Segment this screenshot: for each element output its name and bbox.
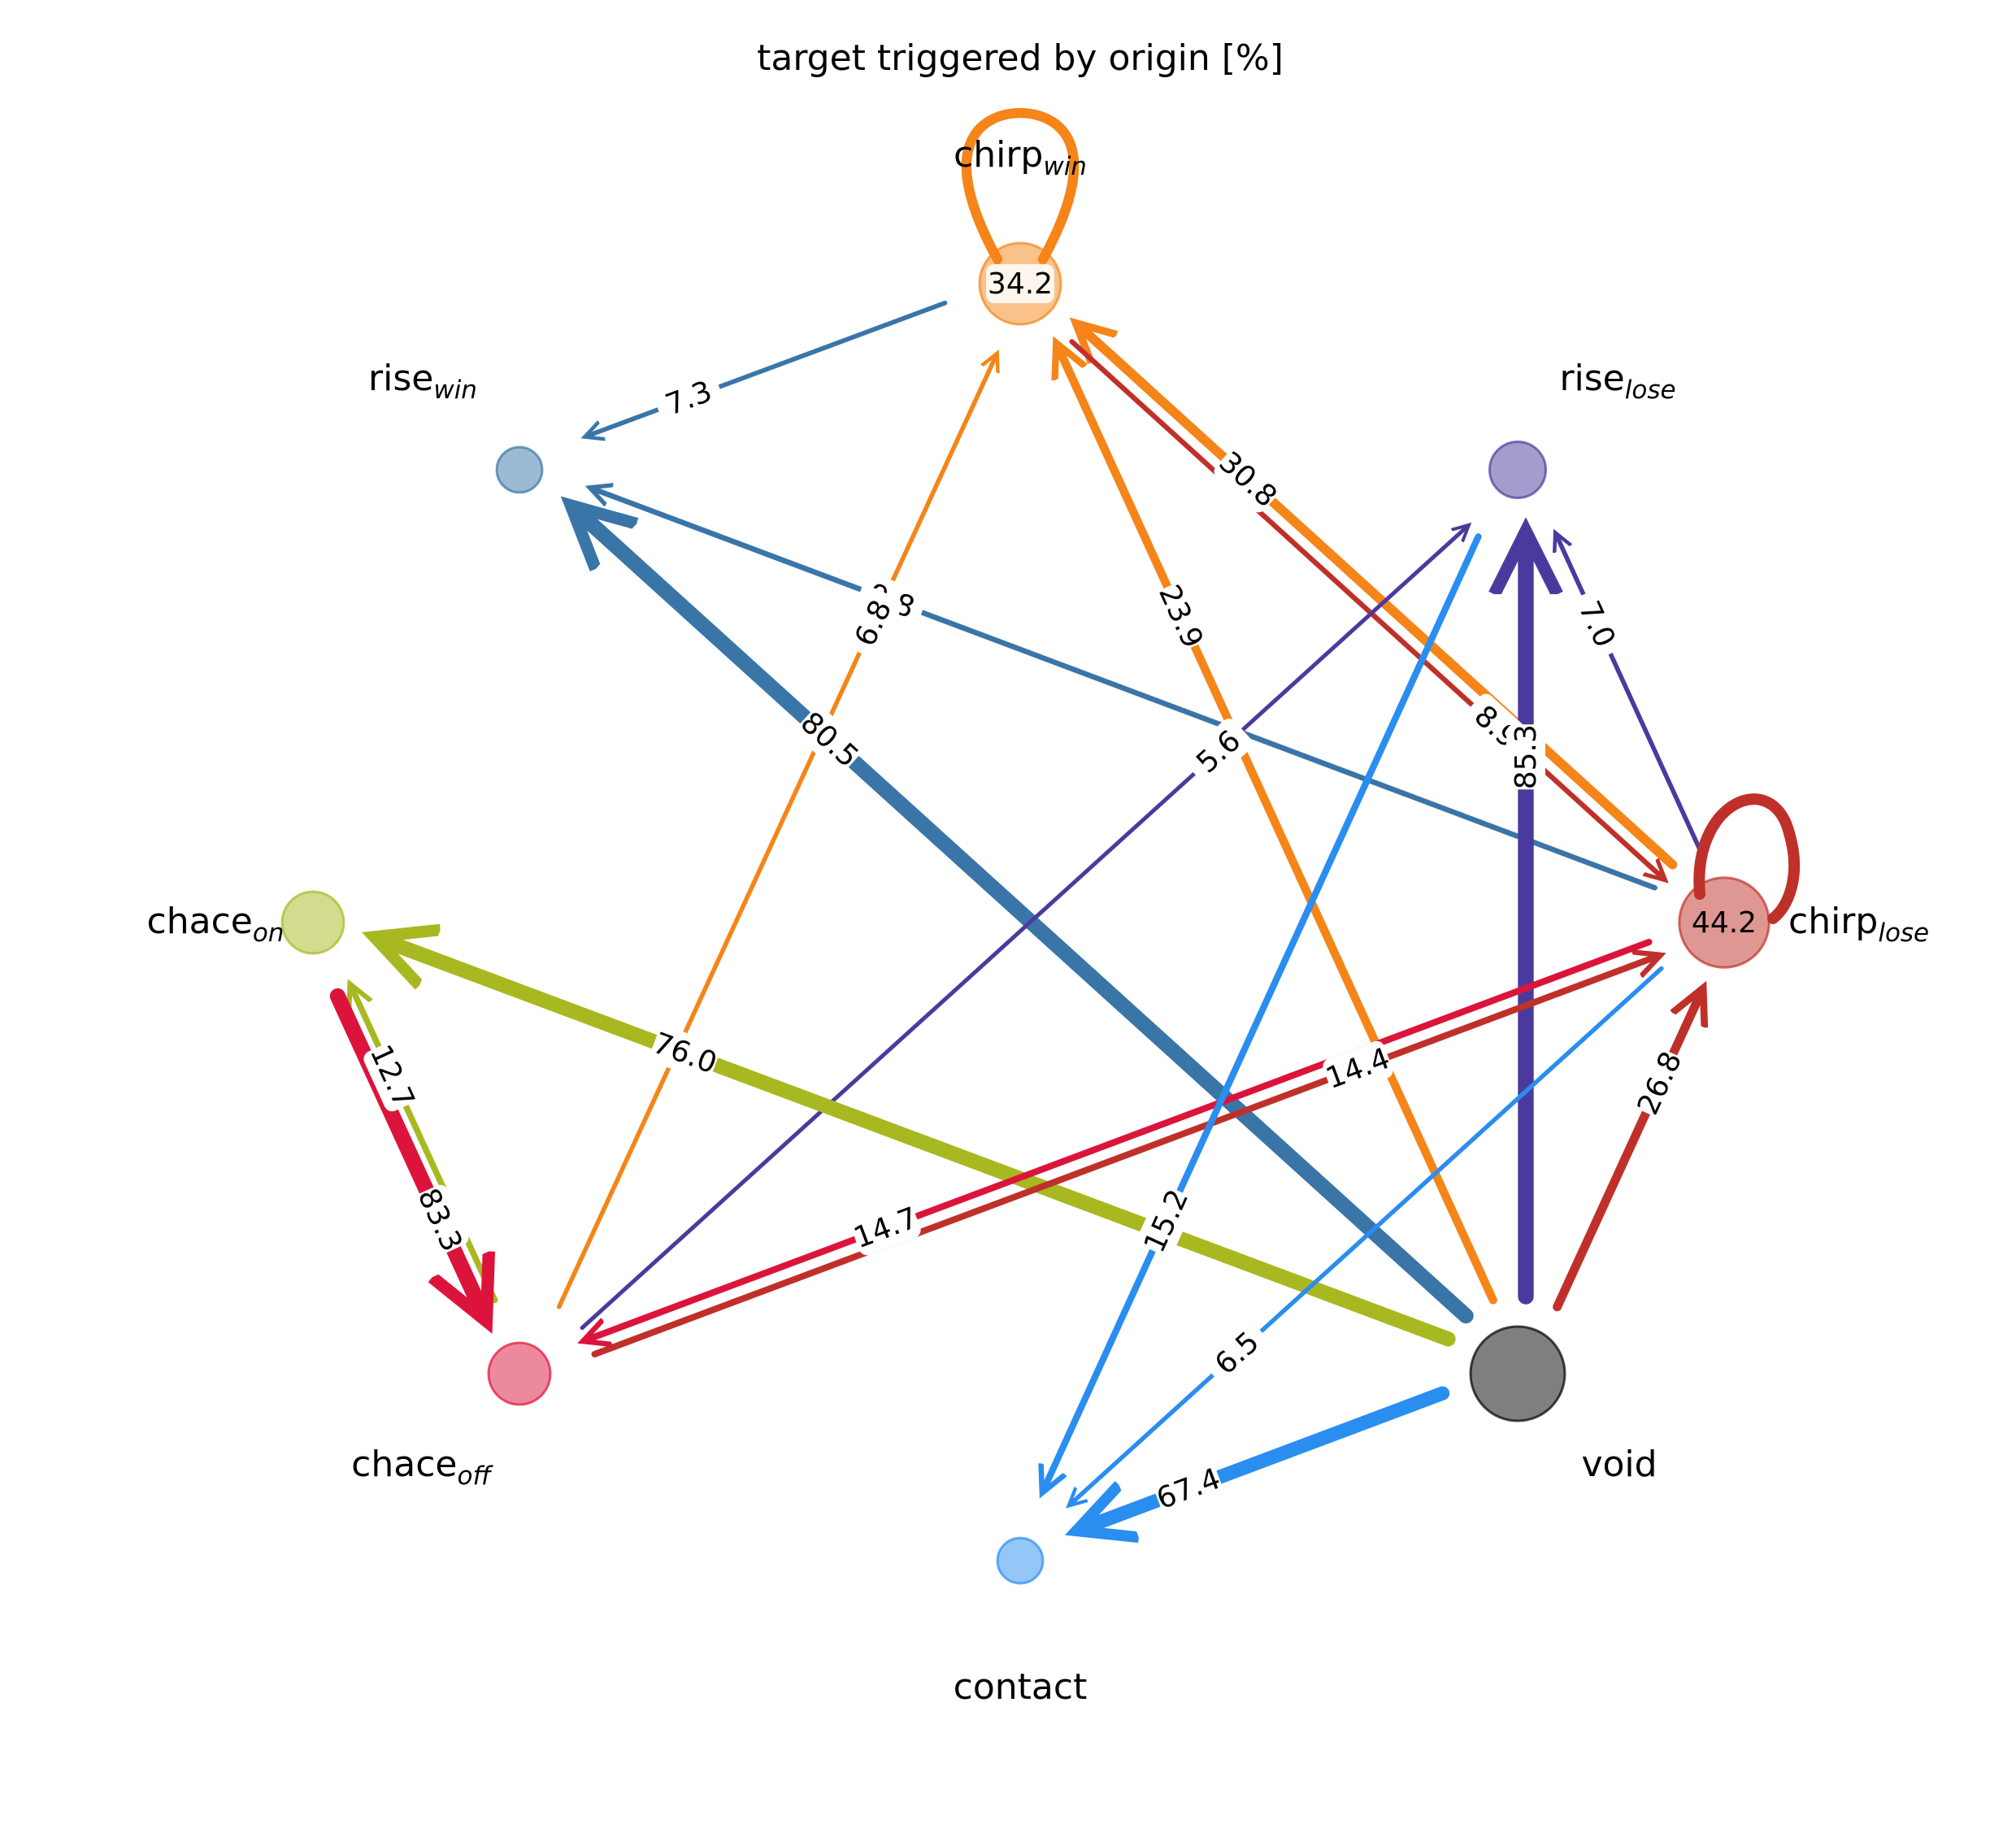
edge-label-background	[1506, 724, 1545, 790]
edge-chirp_lose-to-chace_off	[589, 938, 1653, 1339]
edge-chirp_win-to-chirp_lose	[1069, 339, 1662, 876]
edge-label-void-to-chace_on: 76.0	[649, 1026, 721, 1081]
edge-label-background	[1631, 1048, 1688, 1118]
node-label-base: chace	[351, 1444, 457, 1485]
node-label-chace_on: chaceon	[147, 901, 285, 948]
diagram-title: target triggered by origin [%]	[757, 37, 1284, 79]
node-label-subscript: win	[1043, 152, 1087, 181]
edge-label-text: 85.3	[1510, 724, 1543, 789]
node-chace_off	[487, 1341, 552, 1406]
node-label-rise_lose: riselose	[1559, 358, 1675, 405]
self-loop-chirp_win	[961, 107, 1080, 265]
edge-chirp_lose-to-rise_lose	[1558, 536, 1702, 852]
node-label-subscript: lose	[1878, 919, 1929, 948]
edge-chirp_lose-to-rise_win	[594, 489, 1658, 891]
edge-chirp_win-to-rise_win	[589, 300, 948, 436]
edges-layer	[329, 300, 1702, 1527]
edge-chirp_lose-to-chirp_win	[1083, 329, 1678, 870]
edge-label-background	[850, 1200, 921, 1256]
node-chace_on	[280, 890, 345, 955]
edge-label-void-to-rise_lose: 85.3	[1506, 724, 1545, 789]
node-label-base: rise	[368, 358, 433, 399]
edge-label-background	[1153, 1461, 1224, 1517]
edge-rise_lose-to-contact	[1045, 533, 1482, 1487]
node-label-chace_off: chaceoff	[351, 1444, 493, 1491]
edge-label-background	[1568, 588, 1626, 659]
edge-void-to-rise_win	[582, 515, 1474, 1324]
node-contact	[996, 1536, 1045, 1585]
edge-chace_off-to-chace_on	[353, 989, 498, 1304]
node-label-chirp_lose: chirplose	[1788, 901, 1929, 948]
node-label-base: void	[1581, 1444, 1657, 1485]
node-label-subscript: win	[433, 376, 477, 405]
edge-label-background	[844, 588, 902, 658]
node-label-base: chirp	[954, 134, 1043, 176]
edge-chirp_lose-to-contact	[1072, 966, 1664, 1502]
node-void	[1469, 1325, 1566, 1422]
node-label-void: void	[1581, 1444, 1657, 1485]
node-label-contact: contact	[954, 1666, 1088, 1708]
node-label-rise_win: risewin	[368, 358, 477, 405]
edge-labels-layer: 7.39.880.56.823.930.88.95.67.085.376.012…	[363, 264, 1757, 1517]
edge-label-background	[363, 1041, 421, 1112]
self-loop-label-text: 44.2	[1692, 906, 1757, 940]
node-label-base: rise	[1559, 358, 1624, 399]
node-label-base: chirp	[1788, 901, 1878, 942]
edge-label-background	[1184, 719, 1253, 785]
self-loop-label-background	[986, 264, 1054, 303]
edge-label-background	[654, 371, 724, 426]
edge-chace_off-to-rise_lose	[580, 528, 1466, 1331]
node-label-base: contact	[954, 1666, 1088, 1708]
self-loop-label-chirp_win: 34.2	[986, 264, 1054, 303]
edge-chace_off-to-chirp_win	[556, 358, 996, 1309]
edge-label-background	[1137, 1185, 1195, 1257]
nodes-layer	[280, 241, 1771, 1585]
edge-label-background	[650, 1026, 720, 1081]
node-chirp_lose	[1678, 876, 1771, 969]
node-rise_win	[495, 445, 544, 494]
edge-chace_on-to-chace_off	[329, 988, 480, 1307]
node-label-base: chace	[147, 901, 253, 942]
self-loop-chirp_lose	[1693, 793, 1801, 924]
edge-void-to-chirp_lose	[1553, 997, 1700, 1312]
self-loop-label-chirp_lose: 44.2	[1692, 906, 1757, 940]
edge-label-background	[1203, 1320, 1271, 1387]
node-rise_lose	[1488, 441, 1547, 499]
edge-void-to-chirp_win	[1060, 350, 1497, 1305]
node-label-subscript: lose	[1625, 376, 1676, 405]
edge-label-background	[411, 1184, 469, 1255]
node-label-chirp_win: chirpwin	[954, 134, 1087, 181]
self-loops-layer	[961, 107, 1801, 924]
edge-void-to-chace_on	[389, 942, 1456, 1347]
node-label-subscript: on	[253, 919, 285, 948]
self-loop-label-text: 34.2	[988, 267, 1053, 301]
edge-chace_off-to-chirp_lose	[591, 958, 1655, 1357]
node-label-subscript: off	[457, 1461, 493, 1491]
edge-label-background	[1323, 1040, 1393, 1097]
edge-label-background	[1214, 446, 1282, 513]
edge-label-background	[795, 706, 864, 773]
edge-label-background	[1152, 581, 1210, 652]
edge-void-to-contact	[1089, 1386, 1450, 1526]
